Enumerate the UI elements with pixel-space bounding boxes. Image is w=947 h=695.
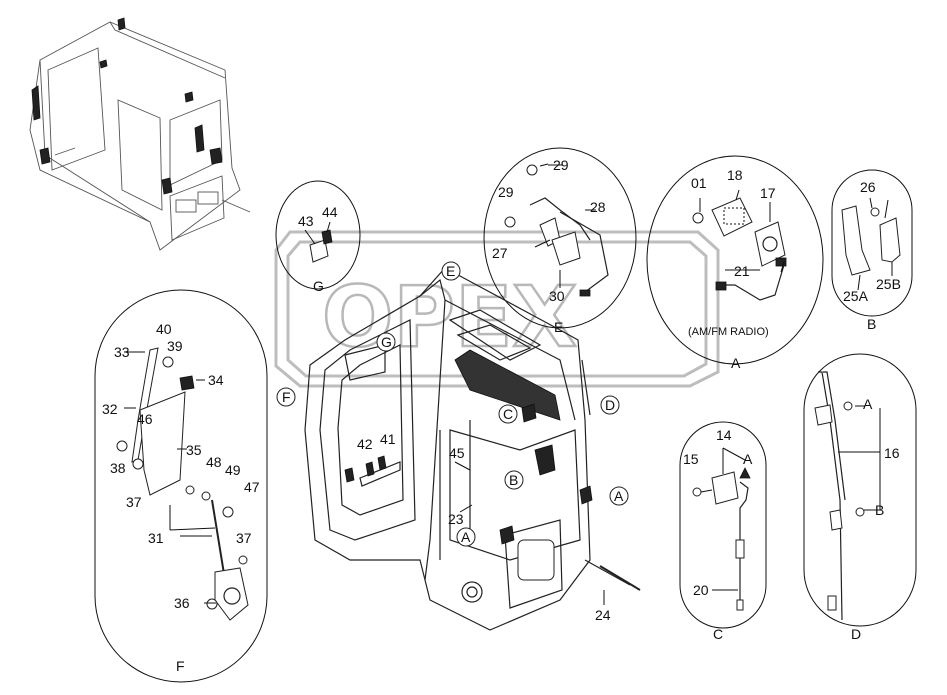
detail-a-outline bbox=[646, 155, 824, 365]
detail-d-parts bbox=[814, 371, 881, 621]
callout-30: 30 bbox=[549, 288, 565, 304]
marker-e: E bbox=[446, 263, 455, 279]
callout-25a: 25A bbox=[843, 288, 869, 304]
marker-g: G bbox=[381, 334, 392, 350]
callout-14: 14 bbox=[716, 427, 732, 443]
detail-b-parts bbox=[841, 197, 901, 291]
callout-34: 34 bbox=[208, 372, 224, 388]
callout-labels: 01 14 15 16 17 18 20 21 23 24 25A 25B 26… bbox=[102, 157, 901, 623]
marker-a-left: A bbox=[461, 529, 471, 545]
callout-44: 44 bbox=[322, 204, 338, 220]
callout-41: 41 bbox=[380, 431, 396, 447]
caption-b: B bbox=[867, 316, 876, 332]
callout-20: 20 bbox=[693, 582, 709, 598]
detail-captions: G E A B C D F (AM/FM RADIO) A B A bbox=[176, 278, 884, 674]
callout-31: 31 bbox=[148, 530, 164, 546]
callout-37-right: 37 bbox=[236, 530, 252, 546]
callout-37-left: 37 bbox=[126, 494, 142, 510]
caption-d: D bbox=[851, 626, 861, 642]
callout-27: 27 bbox=[492, 245, 508, 261]
leader-lines bbox=[124, 164, 760, 605]
detail-a-parts bbox=[692, 189, 787, 301]
detail-b-outline bbox=[831, 169, 913, 317]
callout-38: 38 bbox=[110, 460, 126, 476]
callout-01: 01 bbox=[691, 175, 707, 191]
cab-frame bbox=[304, 267, 641, 631]
callout-15: 15 bbox=[683, 451, 699, 467]
callout-49: 49 bbox=[225, 462, 241, 478]
detail-d-outline bbox=[803, 353, 917, 627]
ref-b-in-d: B bbox=[875, 502, 884, 518]
callout-23: 23 bbox=[448, 511, 464, 527]
marker-b: B bbox=[509, 472, 518, 488]
ref-a-in-d: A bbox=[863, 396, 873, 412]
marker-f: F bbox=[282, 389, 291, 405]
callout-25b: 25B bbox=[876, 276, 901, 292]
callout-21: 21 bbox=[734, 263, 750, 279]
caption-c: C bbox=[713, 626, 723, 642]
callout-45: 45 bbox=[449, 445, 465, 461]
cab-exterior-view bbox=[29, 17, 251, 251]
callout-33: 33 bbox=[114, 344, 130, 360]
caption-e: E bbox=[554, 319, 563, 335]
callout-26: 26 bbox=[860, 179, 876, 195]
detail-c-outline bbox=[679, 421, 767, 629]
detail-markers: E G F C D B A A bbox=[276, 261, 629, 547]
callout-32: 32 bbox=[102, 401, 118, 417]
marker-c: C bbox=[503, 406, 513, 422]
callout-28: 28 bbox=[590, 199, 606, 215]
callout-40: 40 bbox=[156, 321, 172, 337]
caption-f: F bbox=[176, 658, 185, 674]
detail-f-outline bbox=[94, 289, 268, 683]
callout-47: 47 bbox=[244, 479, 260, 495]
caption-g: G bbox=[313, 278, 324, 294]
callout-43: 43 bbox=[298, 213, 314, 229]
marker-a-right: A bbox=[614, 488, 624, 504]
radio-note: (AM/FM RADIO) bbox=[688, 326, 769, 338]
callout-39: 39 bbox=[167, 338, 183, 354]
callout-35: 35 bbox=[186, 442, 202, 458]
detail-g-outline bbox=[275, 180, 361, 290]
callout-16: 16 bbox=[884, 445, 900, 461]
detail-e-parts bbox=[504, 163, 609, 297]
ref-a-in-c: A bbox=[743, 451, 753, 467]
callout-46: 46 bbox=[137, 411, 153, 427]
callout-36: 36 bbox=[174, 595, 190, 611]
detail-g-parts bbox=[304, 221, 333, 263]
callout-18: 18 bbox=[727, 167, 743, 183]
callout-17: 17 bbox=[760, 185, 776, 201]
marker-d: D bbox=[605, 397, 615, 413]
detail-e-outline bbox=[483, 147, 637, 329]
caption-a: A bbox=[731, 355, 741, 371]
callout-29-top: 29 bbox=[553, 157, 569, 173]
detail-c-parts bbox=[692, 447, 751, 611]
callout-42: 42 bbox=[357, 436, 373, 452]
callout-24: 24 bbox=[595, 607, 611, 623]
callout-48: 48 bbox=[206, 454, 222, 470]
detail-f-parts bbox=[116, 347, 249, 621]
callout-29-left: 29 bbox=[498, 184, 514, 200]
